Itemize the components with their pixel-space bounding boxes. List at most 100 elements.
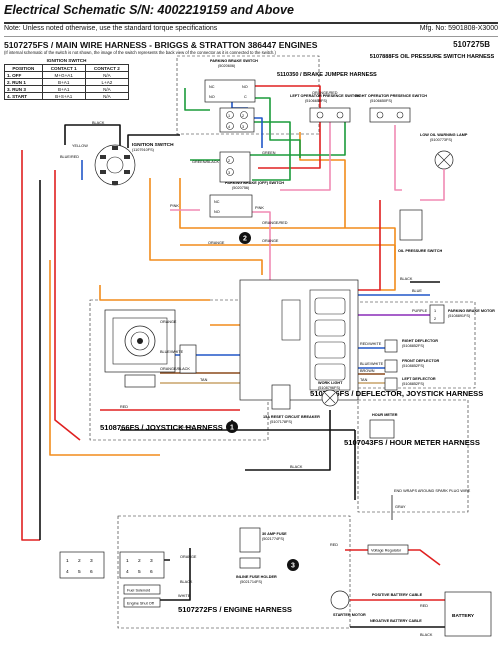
wire-label: BLACK (420, 633, 433, 637)
pb-off-switch-label: PARKING BRAKE (OFF) SWITCH (225, 181, 284, 185)
wire-green (250, 118, 346, 156)
marker-label: 1 (230, 425, 234, 432)
wire-orange (49, 260, 160, 456)
pin-label: 3 (90, 558, 93, 564)
right-presence-pn: (5106650FS) (370, 99, 393, 103)
main-harness-title: 5107275FS / MAIN WIRE HARNESS - BRIGGS &… (4, 40, 318, 50)
pin-label: 3 (242, 125, 244, 129)
joystick-connector (179, 344, 197, 374)
oil-pressure-switch-label: OIL PRESSURE SWITCH (398, 249, 442, 253)
battery-label: BATTERY (452, 613, 475, 619)
contact-no: NO (242, 85, 248, 89)
ignition-switch (94, 144, 136, 186)
wire-label: PINK (170, 204, 179, 208)
pin-label: 2 (138, 558, 141, 564)
table-cell: N/A (84, 92, 130, 100)
wire-label: BLUE/WHITE (160, 350, 184, 354)
relay (314, 363, 346, 381)
circuit-breaker-pn: (5107178FS) (270, 420, 293, 424)
wire-label: BROWN (360, 369, 375, 373)
joystick-lower-connector (124, 374, 156, 388)
inline-fuse-body (239, 557, 261, 569)
amp-fuse-pn: (5021774FS) (262, 537, 285, 541)
wire-black (64, 124, 121, 148)
wire-black (127, 134, 180, 148)
wire-label: GRAY (395, 505, 406, 509)
pin-label: 1 (66, 558, 69, 564)
pos-cable-label: POSITIVE BATTERY CABLE (372, 593, 423, 597)
wire-label: ORANGE/RED (312, 91, 338, 95)
hour-meter-harness-title: 5107043FS / HOUR METER HARNESS (344, 438, 480, 447)
wire-label: ORANGE/BLACK (160, 367, 190, 371)
ignition-table: POSITION CONTACT 1 CONTACT 2 1. OFF M+G+… (4, 64, 130, 100)
contact-no: NO (209, 95, 215, 99)
wire-label: TAN (360, 378, 368, 382)
header-rule (4, 22, 498, 24)
contact-nc: NC (214, 200, 220, 204)
wire-label: WHITE (178, 594, 191, 598)
pin-label: 2 (228, 159, 230, 163)
wire-label: PURPLE (412, 309, 428, 313)
wire-orange (149, 178, 263, 275)
wire-orange (380, 245, 396, 291)
wire-label: ORANGE (208, 241, 225, 245)
joystick-body (104, 309, 176, 373)
main-harness-subtitle: (If internal schematic of the switch is … (4, 50, 276, 55)
pin-label: 1 (434, 309, 436, 313)
pin-label: 1 (228, 114, 230, 118)
low-oil-lamp-label: LOW OIL WARNING LAMP (420, 133, 468, 137)
mfg-number: Mfg. No: 5901808-X3000 (419, 25, 498, 32)
contact-no: NO (214, 210, 220, 214)
lamp-cross (437, 153, 451, 167)
starter-motor-icon (330, 590, 350, 610)
pb-off-connector (219, 151, 251, 183)
wire-orange (299, 132, 346, 228)
pin-label: 2 (242, 114, 244, 118)
pin-label: 4 (126, 569, 129, 575)
left-deflector-connector (384, 377, 398, 391)
wire-label: RED/WHITE (360, 342, 382, 346)
left-presence-pn: (5106650FS) (305, 99, 328, 103)
wire-label: BLACK (180, 425, 193, 429)
wire-label: BLACK (400, 277, 413, 281)
wire-red (54, 170, 81, 441)
front-deflector-connector (384, 359, 398, 373)
pin-label: 2 (434, 317, 436, 321)
wire-label: RED (330, 543, 338, 547)
front-deflector-pn: (5108852FS) (402, 364, 425, 368)
wire-red (21, 150, 40, 541)
marker-1 (226, 421, 238, 433)
wire-black (150, 548, 191, 601)
pin-label: 3 (228, 171, 230, 175)
pin-label: 1 (126, 558, 129, 564)
hour-meter-note: END WRAPS AROUND SPARK PLUG WIRE (394, 489, 471, 493)
pin-label: 6 (90, 569, 93, 575)
pb-off-switch-pn: (5020756) (232, 186, 250, 190)
relay (314, 319, 346, 337)
engine-harness-title: 5107272FS / ENGINE HARNESS (178, 605, 292, 614)
battery-body (444, 591, 492, 637)
fuel-solenoid-label: Fuel Solenoid (127, 589, 150, 593)
pin-label: 6 (150, 569, 153, 575)
wire-red (255, 85, 321, 169)
wire-pink (245, 211, 271, 290)
deflector-harness-title: 5107276FS / DEFLECTOR, JOYSTICK HARNESS (310, 389, 483, 398)
low-oil-lamp-pn: (5100773FS) (430, 138, 453, 142)
contact-c: C (244, 95, 247, 99)
pin-label: 5 (78, 569, 81, 575)
wire-label: ORANGE (262, 239, 279, 243)
wire-black (329, 410, 355, 431)
sub-rule (4, 36, 498, 37)
hour-meter-body (369, 419, 395, 439)
hour-meter-label: HOUR METER (372, 413, 398, 417)
wire-orange (99, 285, 210, 301)
wire-label: PINK (255, 206, 264, 210)
wire-label: BLACK (92, 121, 105, 125)
brake-switch-contacts (204, 79, 256, 103)
relay (314, 297, 346, 315)
contact-nc: NC (209, 85, 215, 89)
light-cross (324, 392, 336, 404)
work-light-pn: (5108796FS) (318, 386, 341, 390)
